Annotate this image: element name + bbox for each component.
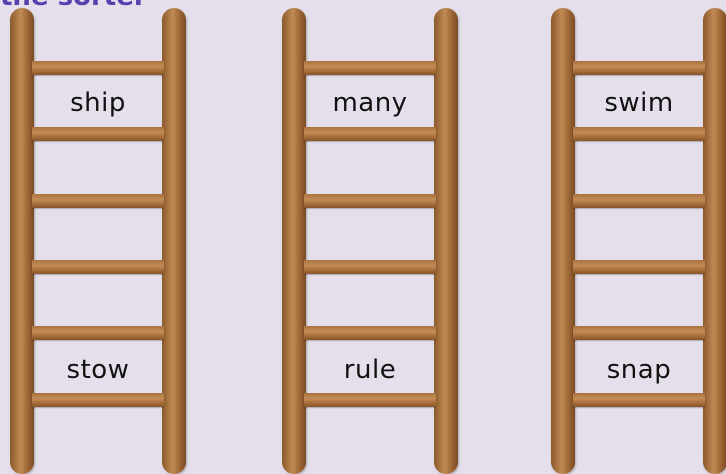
ladder-rung [32,61,164,75]
ladder-end-word: stow [32,355,164,385]
ladder-rail-left [10,8,34,474]
word-ladder-2: many rule [276,0,456,466]
ladder-start-word: many [304,88,436,118]
ladder-rung [573,194,705,208]
ladder-rung [304,194,436,208]
word-ladder-3: swim snap [545,0,725,466]
ladder-rung [304,127,436,141]
word-ladder-1: ship stow [4,0,184,466]
ladder-rung [32,260,164,274]
ladder-rung [304,61,436,75]
ladder-rung [573,61,705,75]
ladder-rung [304,326,436,340]
ladder-start-word: ship [32,88,164,118]
ladder-rung [304,260,436,274]
ladder-rung [573,326,705,340]
ladder-rung [32,194,164,208]
ladder-rung [32,127,164,141]
ladder-rail-left [282,8,306,474]
ladder-start-word: swim [573,88,705,118]
ladder-rail-left [551,8,575,474]
ladder-rail-right [434,8,458,474]
ladder-rung [32,326,164,340]
ladder-end-word: snap [573,355,705,385]
ladder-rail-right [162,8,186,474]
ladder-rung [32,393,164,407]
ladder-rung [573,127,705,141]
ladder-rung [573,260,705,274]
ladder-rail-right [703,8,726,474]
ladder-rung [304,393,436,407]
ladder-end-word: rule [304,355,436,385]
ladder-rung [573,393,705,407]
